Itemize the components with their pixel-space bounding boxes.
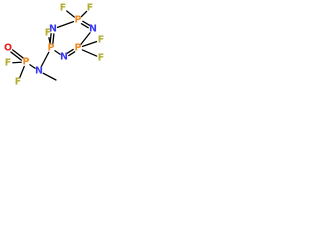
atom-f-side-left: F: [5, 58, 12, 69]
bond-p_right-f_right_bottom: [81, 49, 98, 57]
atom-f-top-left: F: [60, 3, 67, 14]
bond-n_amide-methyl: [42, 72, 57, 81]
bond-p_top-n_ring_top_left: [56, 20, 75, 29]
bond-p_right-n_ring_bottom-line-2: [66, 48, 74, 54]
bond-n_amide-p_side: [29, 64, 36, 69]
bonds-layer: [10, 10, 98, 81]
atom-f-right-top: F: [98, 35, 105, 46]
bond-p_top-f_top_left: [66, 10, 75, 18]
atom-n-amide: N: [35, 66, 43, 77]
bond-p_right-f_right_top: [81, 40, 98, 48]
bond-p_left-n_amide: [40, 51, 50, 68]
atom-n-ring-top-left: N: [49, 24, 57, 35]
bond-p_top-n_ring_top_right-line-2: [80, 23, 89, 29]
atom-o-side: O: [4, 43, 12, 54]
atom-p-right: P: [75, 43, 82, 54]
bond-p_right-n_ring_bottom-line-1: [68, 51, 76, 57]
bond-p_side-f_side_right: [19, 65, 25, 79]
bond-p_side-o_side-line-1: [10, 51, 23, 61]
bond-n_ring_bottom-p_left: [54, 50, 61, 55]
atom-f-right-bottom: F: [98, 53, 105, 64]
bond-p_top-n_ring_top_right-line-1: [82, 20, 91, 26]
atom-n-ring-bottom: N: [60, 52, 68, 63]
bond-p_top-f_top_right: [80, 10, 88, 18]
atom-p-side: P: [23, 57, 30, 68]
atom-f-side-right: F: [15, 77, 22, 88]
atom-p-left: P: [48, 43, 55, 54]
bond-p_left-f_left_ring: [48, 37, 51, 44]
atom-n-ring-top-right: N: [89, 24, 97, 35]
bond-n_ring_top_right-p_right: [80, 32, 91, 45]
atom-p-top: P: [75, 15, 82, 26]
atom-f-top-right: F: [87, 3, 94, 14]
bond-p_side-o_side-line-2: [11, 49, 24, 59]
background: [0, 0, 110, 100]
bond-p_left-n_ring_top_left-line-2: [52, 33, 55, 45]
atom-f-left-ring: F: [45, 28, 52, 39]
